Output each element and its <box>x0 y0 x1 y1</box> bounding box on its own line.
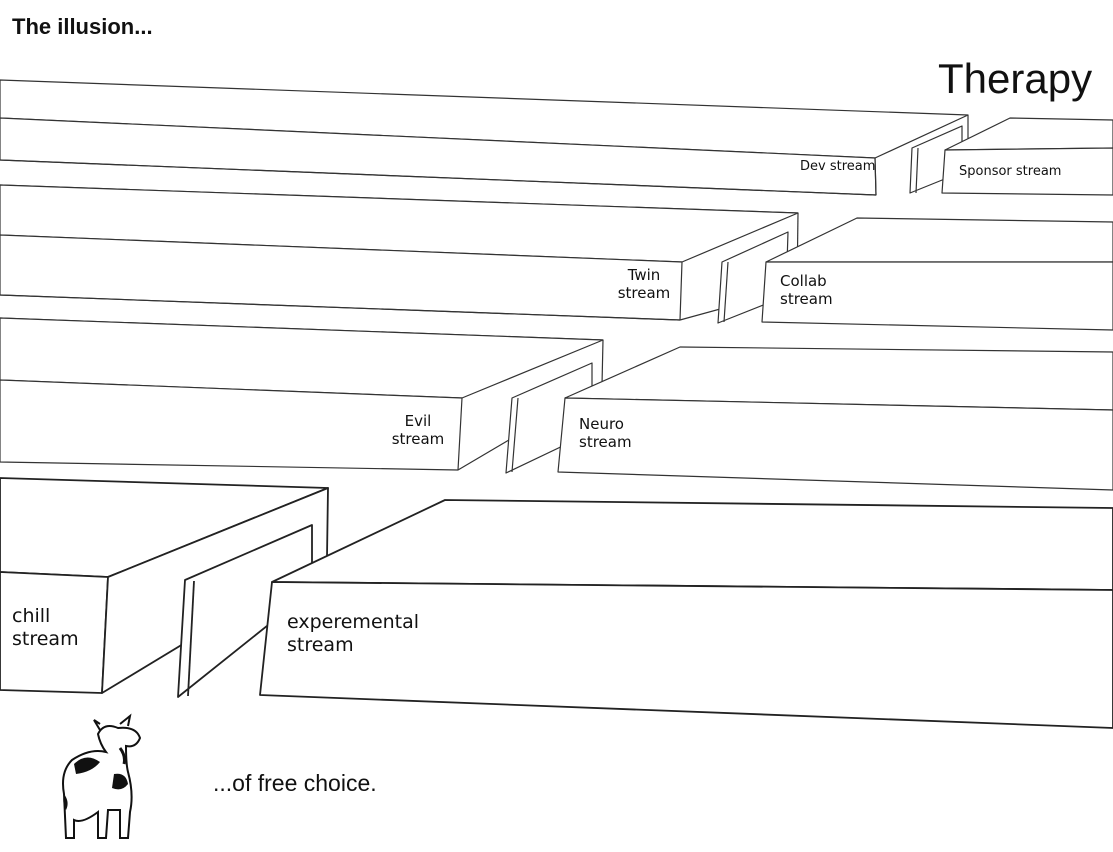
label-dev-stream: Dev stream <box>800 159 876 174</box>
block-sponsor-stream-front <box>941 147 1113 196</box>
label-experemental-stream: experemental stream <box>287 611 420 656</box>
block-experemental-stream-front <box>259 581 1113 729</box>
label-chill-stream: chill stream <box>12 605 79 650</box>
block-collab-stream-front <box>761 261 1113 331</box>
label-sponsor-stream: Sponsor stream <box>959 164 1062 179</box>
label-collab-stream: Collab stream <box>780 272 833 308</box>
therapy-destination-label: Therapy <box>938 55 1093 102</box>
block-experemental-stream <box>271 499 1113 591</box>
block-sponsor-stream <box>944 117 1113 151</box>
corridor-row-4 <box>0 477 1113 729</box>
block-neuro-stream-front <box>557 397 1113 491</box>
top-caption: The illusion... <box>12 14 153 39</box>
block-neuro-stream <box>564 346 1113 411</box>
block-collab-stream <box>765 217 1113 263</box>
corridor-row-2 <box>0 184 1113 341</box>
cow-icon <box>62 713 142 839</box>
corridor-row-3 <box>0 317 1113 491</box>
label-neuro-stream: Neuro stream <box>579 415 632 451</box>
label-evil-stream: Evil stream <box>391 412 445 448</box>
corridor-row-1 <box>0 79 1113 214</box>
bottom-caption: ...of free choice. <box>213 770 377 796</box>
label-twin-stream: Twin stream <box>617 266 671 302</box>
